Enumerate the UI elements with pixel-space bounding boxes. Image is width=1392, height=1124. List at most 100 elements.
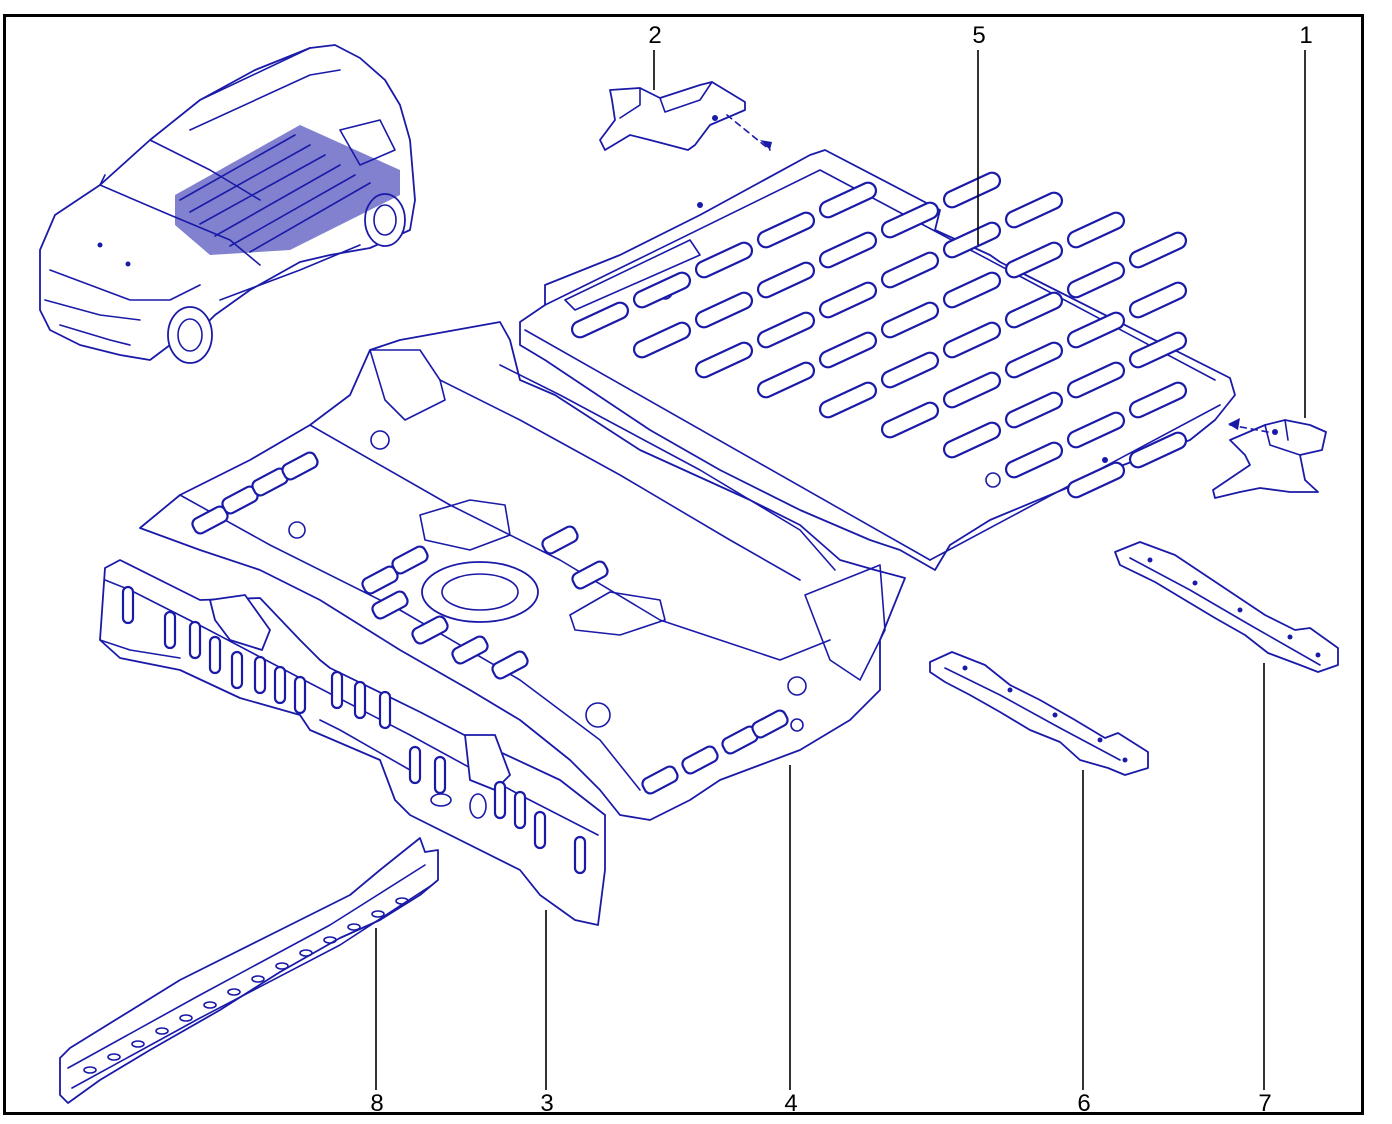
floor-panel-ribs [570,171,1188,499]
floor-panel-rib [880,301,940,339]
part-3-rear-crossmember [99,559,606,926]
floor-panel-rib [942,371,1002,409]
floor-panel-rib [1066,261,1126,299]
crossmember-slot [188,620,202,660]
floor-panel-rib [1128,431,1188,469]
crossmember-slot [573,835,587,875]
rail-hole [371,910,385,918]
floor-panel-rib [880,201,940,239]
crossmember-slot [253,655,267,695]
rail-hole [275,962,289,970]
floor-panel-rib [818,231,878,269]
leader-lines [375,50,1306,1090]
floor-panel-rib [1128,331,1188,369]
floor-panel-rib [818,281,878,319]
rail-hole [299,949,313,957]
floor-panel-rib [1066,361,1126,399]
floor-panel-rib [570,301,630,339]
crossmember-slot [208,635,222,675]
floor-pan-slot [571,560,609,590]
floor-panel-rib [1004,191,1064,229]
floor-pan-slot [751,709,789,739]
floor-panel-rib [1004,391,1064,429]
floor-panel-rib [1128,381,1188,419]
floor-panel-rib [880,401,940,439]
rail-hole [83,1066,97,1074]
callout-8: 8 [370,1090,384,1117]
floor-panel-rib [880,251,940,289]
floor-panel-rib [942,321,1002,359]
floor-pan-slot [371,590,409,620]
floor-panel-rib [756,261,816,299]
floor-panel-rib [694,241,754,279]
crossmember-slot [433,755,447,795]
callout-7: 7 [1258,1090,1272,1117]
crossmember-slot [513,790,527,830]
floor-panel-rib [942,221,1002,259]
floor-panel-rib [1004,441,1064,479]
rail-hole [227,988,241,996]
crossmember-slot [378,690,392,730]
rail-hole [155,1027,169,1035]
callout-5: 5 [972,22,986,49]
floor-pan-slot [391,545,429,575]
rail-hole [131,1040,145,1048]
floor-pan-slot [491,650,529,680]
crossmember-slot [293,675,307,715]
part-6-reinforcement [929,651,1149,776]
floor-panel-rib [818,331,878,369]
part-7-reinforcement [1114,541,1339,673]
part-8-side-rail [59,837,439,1104]
rail-hole [395,897,409,905]
crossmember-slot [273,665,287,705]
floor-pan-slot [411,615,449,645]
floor-panel-rib [756,361,816,399]
crossmember-slot [121,585,135,625]
floor-pan-slot [681,745,719,775]
callout-4: 4 [784,1090,798,1117]
part-5-floor-panel [519,149,1236,571]
floor-panel-rib [756,311,816,349]
floor-pan-slot [281,451,319,481]
floor-panel-rib [1066,311,1126,349]
callout-1: 1 [1299,22,1313,49]
callout-2: 2 [648,22,662,49]
floor-panel-rib [632,271,692,309]
floor-pan-slot [541,525,579,555]
floor-panel-rib [1004,291,1064,329]
floor-panel-rib [1128,281,1188,319]
floor-panel-rib [756,211,816,249]
floor-panel-rib [1128,231,1188,269]
rail-hole [179,1014,193,1022]
rail-hole [347,923,361,931]
callout-3: 3 [540,1090,554,1117]
floor-panel-rib [694,291,754,329]
floor-panel-rib [1066,411,1126,449]
crossmember-slot [163,610,177,650]
floor-panel-rib [942,171,1002,209]
floor-panel-rib [632,321,692,359]
rail-hole [251,975,265,983]
floor-pan-slot [641,765,679,795]
floor-panel-rib [818,181,878,219]
crossmember-slot [408,745,422,785]
floor-panel-rib [880,351,940,389]
crossmember-slot [533,810,547,850]
floor-panel-rib [818,381,878,419]
crossmember-slot [330,670,344,710]
crossmember-slot [230,650,244,690]
vehicle-overview [39,44,416,364]
crossmember-slot [353,680,367,720]
floor-pan-slot [451,635,489,665]
part-1-bracket [1212,418,1327,499]
callout-6: 6 [1077,1090,1091,1117]
floor-panel-rib [942,421,1002,459]
floor-panel-rib [1066,211,1126,249]
rail-hole [203,1001,217,1009]
floor-panel-rib [942,271,1002,309]
floor-panel-rib [1004,341,1064,379]
floor-panel-rib [1004,241,1064,279]
rail-hole [107,1053,121,1061]
floor-panel-rib [1066,461,1126,499]
